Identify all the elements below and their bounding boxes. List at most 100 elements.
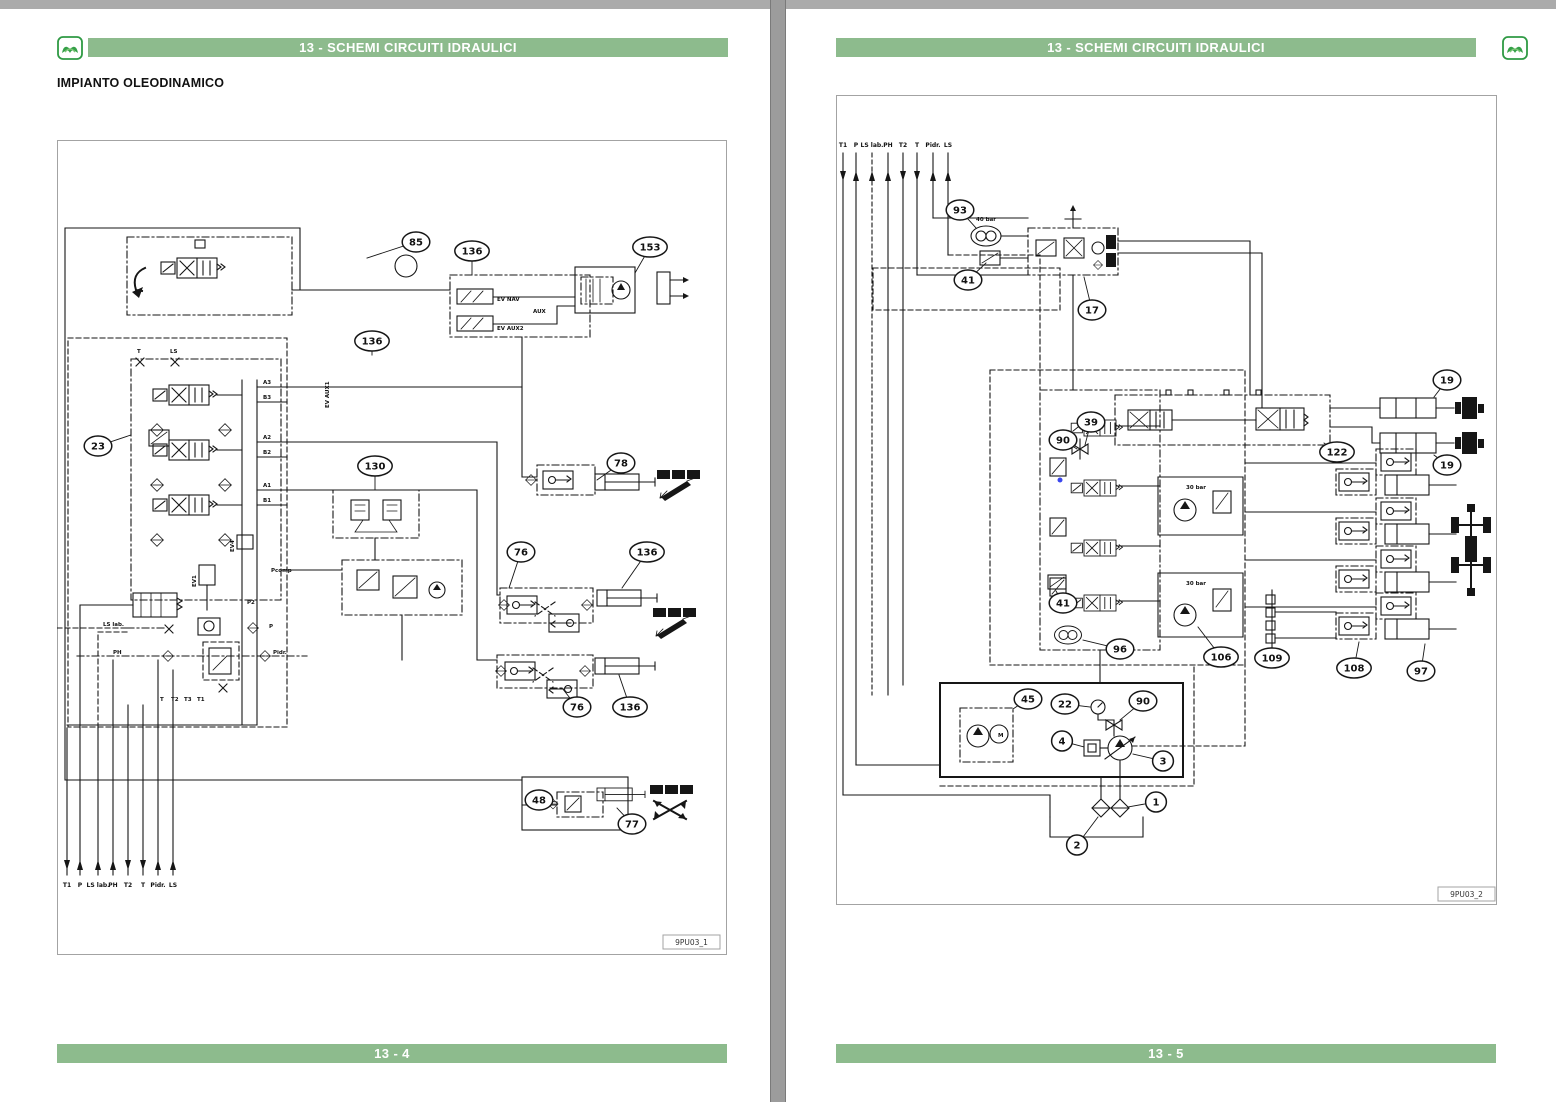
chapter-header-bar-right: 13 - SCHEMI CIRCUITI IDRAULICI (836, 38, 1476, 57)
diagram-label: LS (170, 349, 178, 355)
svg-text:T: T (141, 882, 146, 889)
port-Pidr.: Pidr. (925, 142, 941, 219)
port-T: T (914, 142, 920, 276)
callout-90: 90 (1048, 429, 1078, 451)
chapter-title-left: 13 - SCHEMI CIRCUITI IDRAULICI (299, 40, 517, 55)
svg-text:T: T (915, 142, 920, 149)
diagram-label: EV AUX2 (497, 326, 524, 332)
callout-109: 109 (1254, 646, 1290, 669)
callout-2: 2 (1065, 816, 1099, 856)
callout-19: 19 (1432, 369, 1462, 398)
port-LS lab.: LS lab. (861, 142, 884, 696)
svg-text:45: 45 (1021, 695, 1035, 706)
callout-122: 122 (1319, 441, 1355, 463)
svg-text:PH: PH (883, 142, 892, 149)
svg-text:LS lab.: LS lab. (861, 142, 884, 149)
svg-text:Pidr.: Pidr. (925, 142, 940, 149)
svg-text:41: 41 (1056, 599, 1070, 610)
brand-logo-icon (57, 36, 83, 60)
diagram-label: Pidr. (273, 650, 287, 656)
port-T1: T1 (839, 142, 847, 796)
diagram-code-right: 9PU03_2 (1450, 890, 1483, 899)
diagram-label: T3 (184, 697, 192, 703)
callout-106: 106 (1197, 626, 1239, 668)
svg-text:LS: LS (944, 142, 952, 149)
diagram-label: P2 (247, 600, 255, 606)
port-PH: PH (108, 727, 118, 889)
svg-text:Pidr.: Pidr. (150, 882, 165, 889)
port-LS: LS (944, 142, 952, 256)
page-divider (770, 0, 786, 1102)
svg-text:136: 136 (637, 548, 658, 559)
port-LS: LS (169, 727, 177, 889)
callout-41: 41 (1048, 590, 1078, 614)
diagram-label: EV NAV (497, 297, 520, 303)
callout-4: 4 (1050, 730, 1085, 752)
diagram-label: T2 (171, 697, 179, 703)
callout-136: 136 (354, 330, 390, 356)
diagram-label: M (998, 733, 1003, 739)
svg-text:122: 122 (1327, 448, 1348, 459)
svg-text:22: 22 (1058, 700, 1072, 711)
page-footer-bar-right: 13 - 5 (836, 1044, 1496, 1063)
callout-136: 136 (621, 541, 665, 589)
svg-text:19: 19 (1440, 376, 1454, 387)
diagram-label: Pcomp (271, 568, 292, 574)
svg-text:85: 85 (409, 238, 423, 249)
svg-text:41: 41 (961, 276, 975, 287)
diagram-label: EV AUX1 (325, 381, 331, 408)
svg-text:T1: T1 (63, 882, 71, 889)
diagram-code-left: 9PU03_1 (675, 938, 708, 947)
svg-text:109: 109 (1262, 654, 1283, 665)
callout-97: 97 (1406, 643, 1436, 682)
callout-77: 77 (616, 807, 647, 835)
svg-text:108: 108 (1344, 664, 1365, 675)
diagram-label: LS lab. (103, 622, 124, 628)
port-Pidr.: Pidr. (150, 727, 166, 889)
chapter-header-bar-left: 13 - SCHEMI CIRCUITI IDRAULICI (88, 38, 728, 57)
callout-96: 96 (1082, 638, 1135, 660)
callout-136: 136 (454, 240, 490, 276)
svg-text:78: 78 (614, 459, 628, 470)
callout-3: 3 (1132, 750, 1175, 772)
svg-text:76: 76 (570, 703, 584, 714)
diagram-label: P (269, 624, 273, 630)
svg-text:17: 17 (1085, 306, 1099, 317)
svg-text:LS: LS (169, 882, 177, 889)
callout-39: 39 (1076, 411, 1106, 446)
svg-text:T1: T1 (839, 142, 847, 149)
svg-text:136: 136 (620, 703, 641, 714)
svg-text:23: 23 (91, 442, 105, 453)
svg-text:90: 90 (1136, 697, 1150, 708)
svg-text:97: 97 (1414, 667, 1428, 678)
page-footer-bar-left: 13 - 4 (57, 1044, 727, 1063)
port-PH: PH (883, 142, 893, 696)
svg-text:19: 19 (1440, 461, 1454, 472)
svg-text:3: 3 (1160, 757, 1167, 768)
page-number-left: 13 - 4 (374, 1046, 410, 1061)
diagram-label: T (137, 349, 141, 355)
callout-136: 136 (612, 674, 648, 718)
diagram-label: 30 bar (1186, 485, 1206, 491)
callout-90: 90 (1119, 690, 1158, 721)
callout-22: 22 (1050, 693, 1091, 715)
svg-text:106: 106 (1211, 653, 1232, 664)
diagram-label: 30 bar (1186, 581, 1206, 587)
callout-45: 45 (1012, 688, 1043, 710)
svg-text:2: 2 (1074, 841, 1081, 852)
diagram-label: A2 (263, 435, 271, 441)
svg-text:T2: T2 (124, 882, 132, 889)
callout-78: 78 (596, 452, 636, 481)
svg-text:93: 93 (953, 206, 967, 217)
svg-text:P: P (854, 142, 859, 149)
port-P: P (77, 727, 83, 889)
diagram-label: 40 bar (976, 217, 996, 223)
svg-text:136: 136 (362, 337, 383, 348)
svg-text:76: 76 (514, 548, 528, 559)
svg-text:48: 48 (532, 796, 546, 807)
brand-logo-icon (1502, 36, 1528, 60)
diagram-label: A3 (263, 380, 271, 386)
callout-85: 85 (366, 231, 431, 259)
